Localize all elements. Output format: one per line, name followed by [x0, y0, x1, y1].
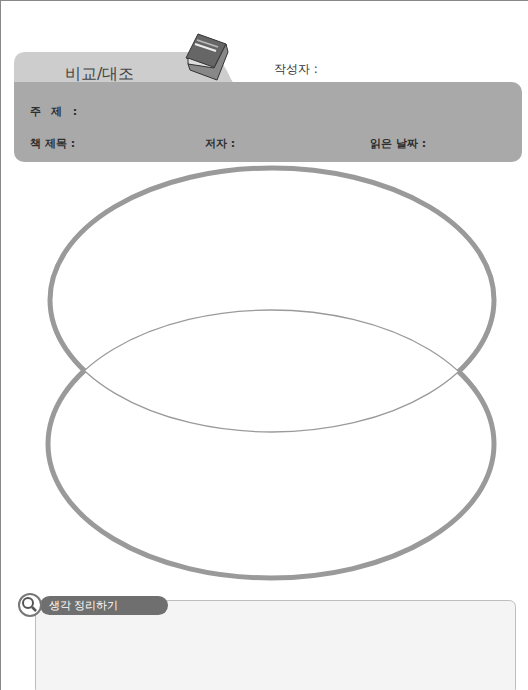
field-label: 주 제 :	[30, 104, 77, 119]
venn-outline	[50, 168, 494, 432]
field-label: 저자 :	[205, 136, 235, 151]
frame-line	[0, 0, 528, 1]
venn-outline	[48, 310, 494, 578]
info-panel: 주 제 : 책 제목 : 저자 : 읽은 날짜 :	[14, 82, 522, 162]
info-panel-shape	[14, 82, 522, 162]
venn-inner-line	[50, 168, 494, 432]
frame-line	[0, 0, 1, 690]
title-text: 비교/대조	[65, 64, 134, 85]
field-label: 읽은 날짜 :	[370, 136, 426, 151]
venn-inner-line	[48, 310, 494, 578]
book-icon	[186, 34, 228, 80]
section-heading: 생각 정리하기	[49, 598, 119, 613]
notes-box: 생각 정리하기	[35, 596, 516, 690]
field-label: 책 제목 :	[30, 136, 75, 151]
author-label: 작성자 :	[274, 61, 318, 78]
magnifier-icon	[19, 594, 41, 616]
